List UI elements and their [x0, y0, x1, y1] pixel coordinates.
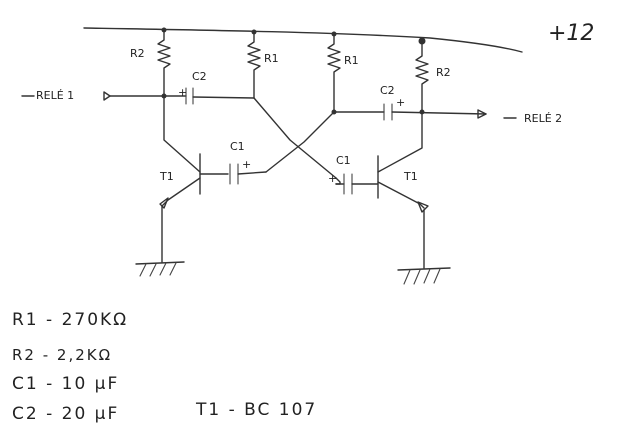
c2-right-label: C2	[380, 84, 395, 97]
legend-r2: R2 - 2,2KΩ	[12, 346, 113, 364]
resistor-r2-right: R2	[415, 40, 451, 113]
t1-right-label: T1	[403, 170, 418, 183]
resistor-r1-left: R1	[247, 31, 279, 99]
legend-c1: C1 - 10 μF	[12, 374, 120, 394]
output-arrow-left-icon	[103, 91, 111, 101]
resistor-r2-left: R2	[130, 29, 171, 97]
capacitor-c1-left: C1 +	[199, 140, 267, 185]
r1-right-label: R1	[344, 54, 359, 67]
output-left-label: RELÉ 1	[36, 89, 74, 102]
legend-c2: C2 - 20 μF	[12, 404, 120, 424]
legend-r1: R1 - 270KΩ	[12, 310, 129, 330]
capacitor-c1-right: C1 +	[328, 154, 379, 195]
c2-left-plus: +	[178, 86, 187, 99]
ground-right-icon	[397, 267, 451, 285]
supply-rail	[83, 27, 523, 53]
c1-right-plus: +	[328, 172, 337, 185]
legend-t1: T1 - BC 107	[196, 400, 318, 420]
capacitor-c2-left: C2 +	[109, 70, 255, 105]
output-arrow-right-icon	[477, 109, 487, 119]
supply-voltage-label: +12	[548, 21, 594, 46]
c1-right-label: C1	[336, 154, 351, 167]
c2-right-plus: +	[396, 96, 405, 109]
r1-left-label: R1	[264, 52, 279, 65]
capacitor-c2-right: C2 +	[331, 84, 487, 121]
cross-wire-right	[265, 111, 335, 173]
ground-left-icon	[135, 261, 185, 277]
transistor-t1-right: T1	[377, 111, 429, 269]
transistor-t1-left: T1	[159, 95, 201, 263]
c1-left-plus: +	[242, 158, 251, 171]
c2-left-label: C2	[192, 70, 207, 83]
output-right-label: RELÉ 2	[524, 112, 562, 125]
r2-right-label: R2	[436, 66, 451, 79]
r2-left-label: R2	[130, 47, 145, 60]
cross-wire-left	[253, 97, 337, 179]
resistor-r1-right: R1	[327, 33, 359, 113]
t1-left-label: T1	[159, 170, 174, 183]
c1-left-label: C1	[230, 140, 245, 153]
